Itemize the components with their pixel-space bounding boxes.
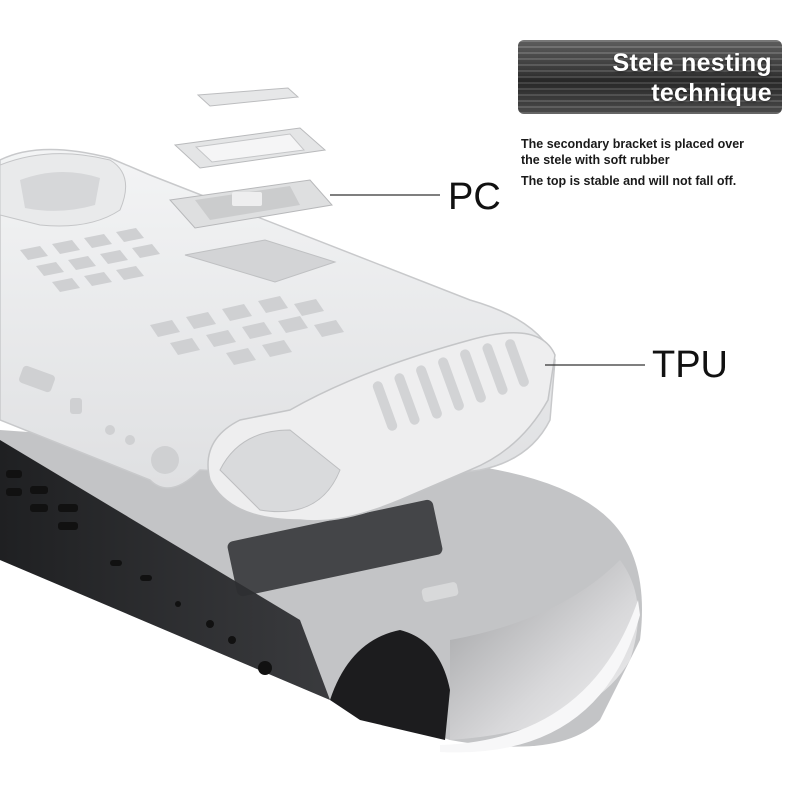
description-line2: the stele with soft rubber: [521, 153, 670, 167]
description-line1: The secondary bracket is placed over: [521, 137, 745, 151]
banner-title-line1: Stele nesting: [612, 49, 772, 77]
banner-title-line2: technique: [651, 79, 772, 107]
pc-bracket: [169, 87, 333, 229]
pc-callout-label: PC: [448, 176, 501, 218]
banner-texture: [518, 40, 782, 114]
tpu-case: [0, 148, 556, 522]
console-body: [0, 430, 642, 753]
description-line3: The top is stable and will not fall off.: [521, 174, 737, 188]
feature-banner: Stele nesting technique: [518, 40, 782, 114]
tpu-callout-label: TPU: [652, 344, 728, 386]
